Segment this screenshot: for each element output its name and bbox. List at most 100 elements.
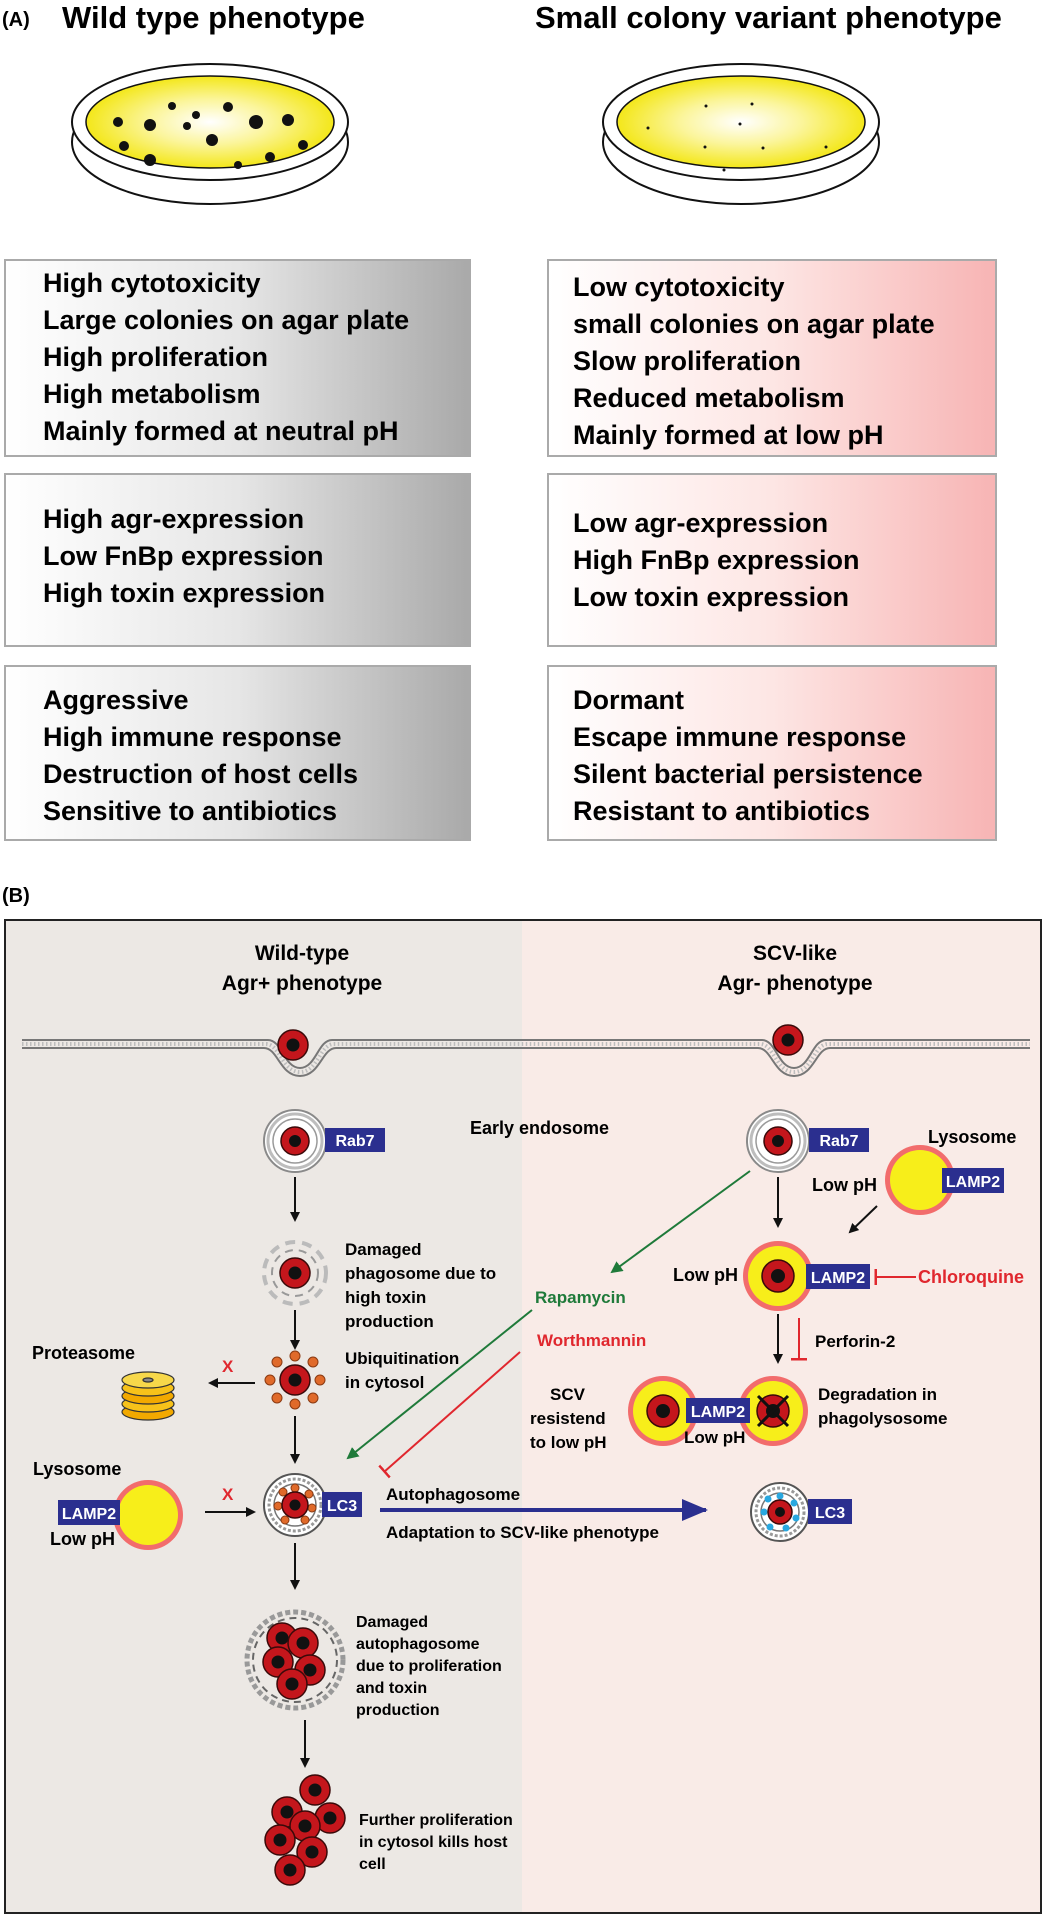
scv-box-3-line: Dormant <box>573 685 684 715</box>
wild-box-3-line: Aggressive <box>43 685 189 715</box>
scv-box-1-line: Slow proliferation <box>573 346 801 376</box>
wild-box-1-line: Large colonies on agar plate <box>43 305 409 335</box>
damaged-autophagosome-text: due to proliferation <box>356 1658 502 1675</box>
scv-box-2: Low agr-expression High FnBp expression … <box>547 473 997 647</box>
scv-box-2-line: High FnBp expression <box>573 545 860 575</box>
phagolysosome-icon <box>742 1240 814 1312</box>
colony-dots-large <box>113 102 308 169</box>
low-ph-label-scv-top: Low pH <box>812 1175 877 1195</box>
scv-header-line1: SCV-like <box>753 942 837 965</box>
lamp2-label-scv-mid: LAMP2 <box>811 1270 865 1287</box>
wild-type-petri-dish-icon <box>71 63 349 205</box>
wild-box-1: High cytotoxicity Large colonies on agar… <box>4 259 471 457</box>
wild-box-3-line: Sensitive to antibiotics <box>43 796 337 826</box>
lc3-label-scv: LC3 <box>815 1505 845 1522</box>
wild-box-2-line: Low FnBp expression <box>43 541 324 571</box>
rab7-badge-scv <box>809 1128 869 1152</box>
further-proliferation-text: cell <box>359 1856 386 1873</box>
wild-box-3: Aggressive High immune response Destruct… <box>4 665 471 841</box>
lysosome-label-wild: Lysosome <box>33 1459 121 1479</box>
adaptation-label: Adaptation to SCV-like phenotype <box>386 1523 659 1542</box>
worthmannin-inhibition <box>378 1351 521 1479</box>
colony-dots-small <box>646 102 828 172</box>
damaged-autophagosome-text: and toxin <box>356 1680 427 1697</box>
damaged-autophagosome-text: production <box>356 1702 440 1719</box>
lamp2-badge-scv-mid <box>806 1264 870 1289</box>
proteasome-icon <box>121 1371 175 1421</box>
wild-header-line2: Agr+ phenotype <box>222 972 382 995</box>
scv-box-3-line: Escape immune response <box>573 722 906 752</box>
scv-box-3: Dormant Escape immune response Silent ba… <box>547 665 997 841</box>
scv-box-1-line: Reduced metabolism <box>573 383 845 413</box>
panel-b-label: (B) <box>2 885 30 907</box>
damaged-phagosome-text: production <box>345 1312 434 1331</box>
cell-membrane <box>22 1039 1030 1078</box>
scv-box-1: Low cytotoxicity small colonies on agar … <box>547 259 997 457</box>
proteasome-label: Proteasome <box>32 1343 135 1363</box>
rab7-label-wild: Rab7 <box>335 1133 374 1150</box>
scv-box-1-line: Mainly formed at low pH <box>573 420 884 450</box>
lamp2-label-scv-top: LAMP2 <box>946 1174 1000 1191</box>
low-ph-label-scv-low: Low pH <box>684 1428 745 1447</box>
wild-box-1-line: High metabolism <box>43 379 261 409</box>
autophagosome-label: Autophagosome <box>386 1485 520 1504</box>
scv-box-1-line: small colonies on agar plate <box>573 309 935 339</box>
rapamycin-label: Rapamycin <box>535 1288 626 1307</box>
damaged-phagosome-text: Damaged <box>345 1240 422 1259</box>
damaged-phagosome-text: phagosome due to <box>345 1264 496 1283</box>
wild-box-3-line: Destruction of host cells <box>43 759 358 789</box>
wild-box-1-line: Mainly formed at neutral pH <box>43 416 399 446</box>
lamp2-badge-scv-top <box>942 1168 1004 1193</box>
wild-box-2-line: High toxin expression <box>43 578 325 608</box>
autophagosome-wild-icon <box>263 1473 327 1537</box>
ubiquitinated-bacterium-icon <box>264 1350 326 1410</box>
lc3-badge-wild <box>322 1492 362 1517</box>
scv-title: Small colony variant phenotype <box>535 0 1002 35</box>
wild-box-1-line: High cytotoxicity <box>43 268 261 298</box>
early-endosome-scv <box>745 1108 811 1174</box>
lamp2-badge-wild <box>58 1500 120 1525</box>
wild-type-title: Wild type phenotype <box>62 0 365 35</box>
damaged-phagosome-text: high toxin <box>345 1288 426 1307</box>
autophagosome-scv-icon <box>750 1482 810 1542</box>
further-proliferation-text: Further proliferation <box>359 1812 513 1829</box>
lc3-badge-scv <box>808 1499 852 1524</box>
scv-resistant-text: to low pH <box>530 1433 606 1452</box>
lamp2-label-wild: LAMP2 <box>62 1506 116 1523</box>
low-ph-label-wild: Low pH <box>50 1529 115 1549</box>
ubiquitination-text: in cytosol <box>345 1373 424 1392</box>
chloroquine-label: Chloroquine <box>918 1267 1024 1287</box>
wild-box-2: High agr-expression Low FnBp expression … <box>4 473 471 647</box>
damaged-autophagosome-text: Damaged <box>356 1614 428 1631</box>
arrow-lysosome-fusion <box>848 1205 878 1234</box>
damaged-autophagosome-icon <box>244 1609 346 1711</box>
degradation-text: Degradation in <box>818 1385 937 1404</box>
scv-header-line2: Agr- phenotype <box>717 972 872 995</box>
scv-box-3-line: Resistant to antibiotics <box>573 796 870 826</box>
ubiquitination-text: Ubiquitination <box>345 1349 459 1368</box>
green-arrow-to-rapamycin <box>610 1170 751 1274</box>
lysosome-label-scv: Lysosome <box>928 1127 1016 1147</box>
low-ph-label-scv-mid: Low pH <box>673 1265 738 1285</box>
green-arrow-to-lc3 <box>346 1309 533 1460</box>
panel-a-label: (A) <box>2 9 30 31</box>
scv-resistant-text: resistend <box>530 1409 606 1428</box>
scv-box-1-line: Low cytotoxicity <box>573 272 785 302</box>
blocked-x-lysosome: X <box>222 1485 234 1504</box>
damaged-phagosome-icon <box>262 1240 328 1306</box>
scv-petri-dish-icon <box>602 63 880 205</box>
scv-box-2-line: Low toxin expression <box>573 582 849 612</box>
entering-bacterium-scv <box>772 1024 804 1056</box>
scv-box-2-line: Low agr-expression <box>573 508 828 538</box>
wild-box-1-line: High proliferation <box>43 342 268 372</box>
wild-box-2-line: High agr-expression <box>43 504 304 534</box>
entering-bacterium-wild <box>277 1029 309 1061</box>
lysosome-wild-icon <box>113 1480 183 1550</box>
scv-box-3-line: Silent bacterial persistence <box>573 759 923 789</box>
rab7-label-scv: Rab7 <box>819 1133 858 1150</box>
lamp2-badge-scv-low <box>686 1398 750 1423</box>
worthmannin-label: Worthmannin <box>537 1331 646 1350</box>
blocked-x-proteasome: X <box>222 1357 234 1376</box>
early-endosome-label: Early endosome <box>470 1118 609 1138</box>
